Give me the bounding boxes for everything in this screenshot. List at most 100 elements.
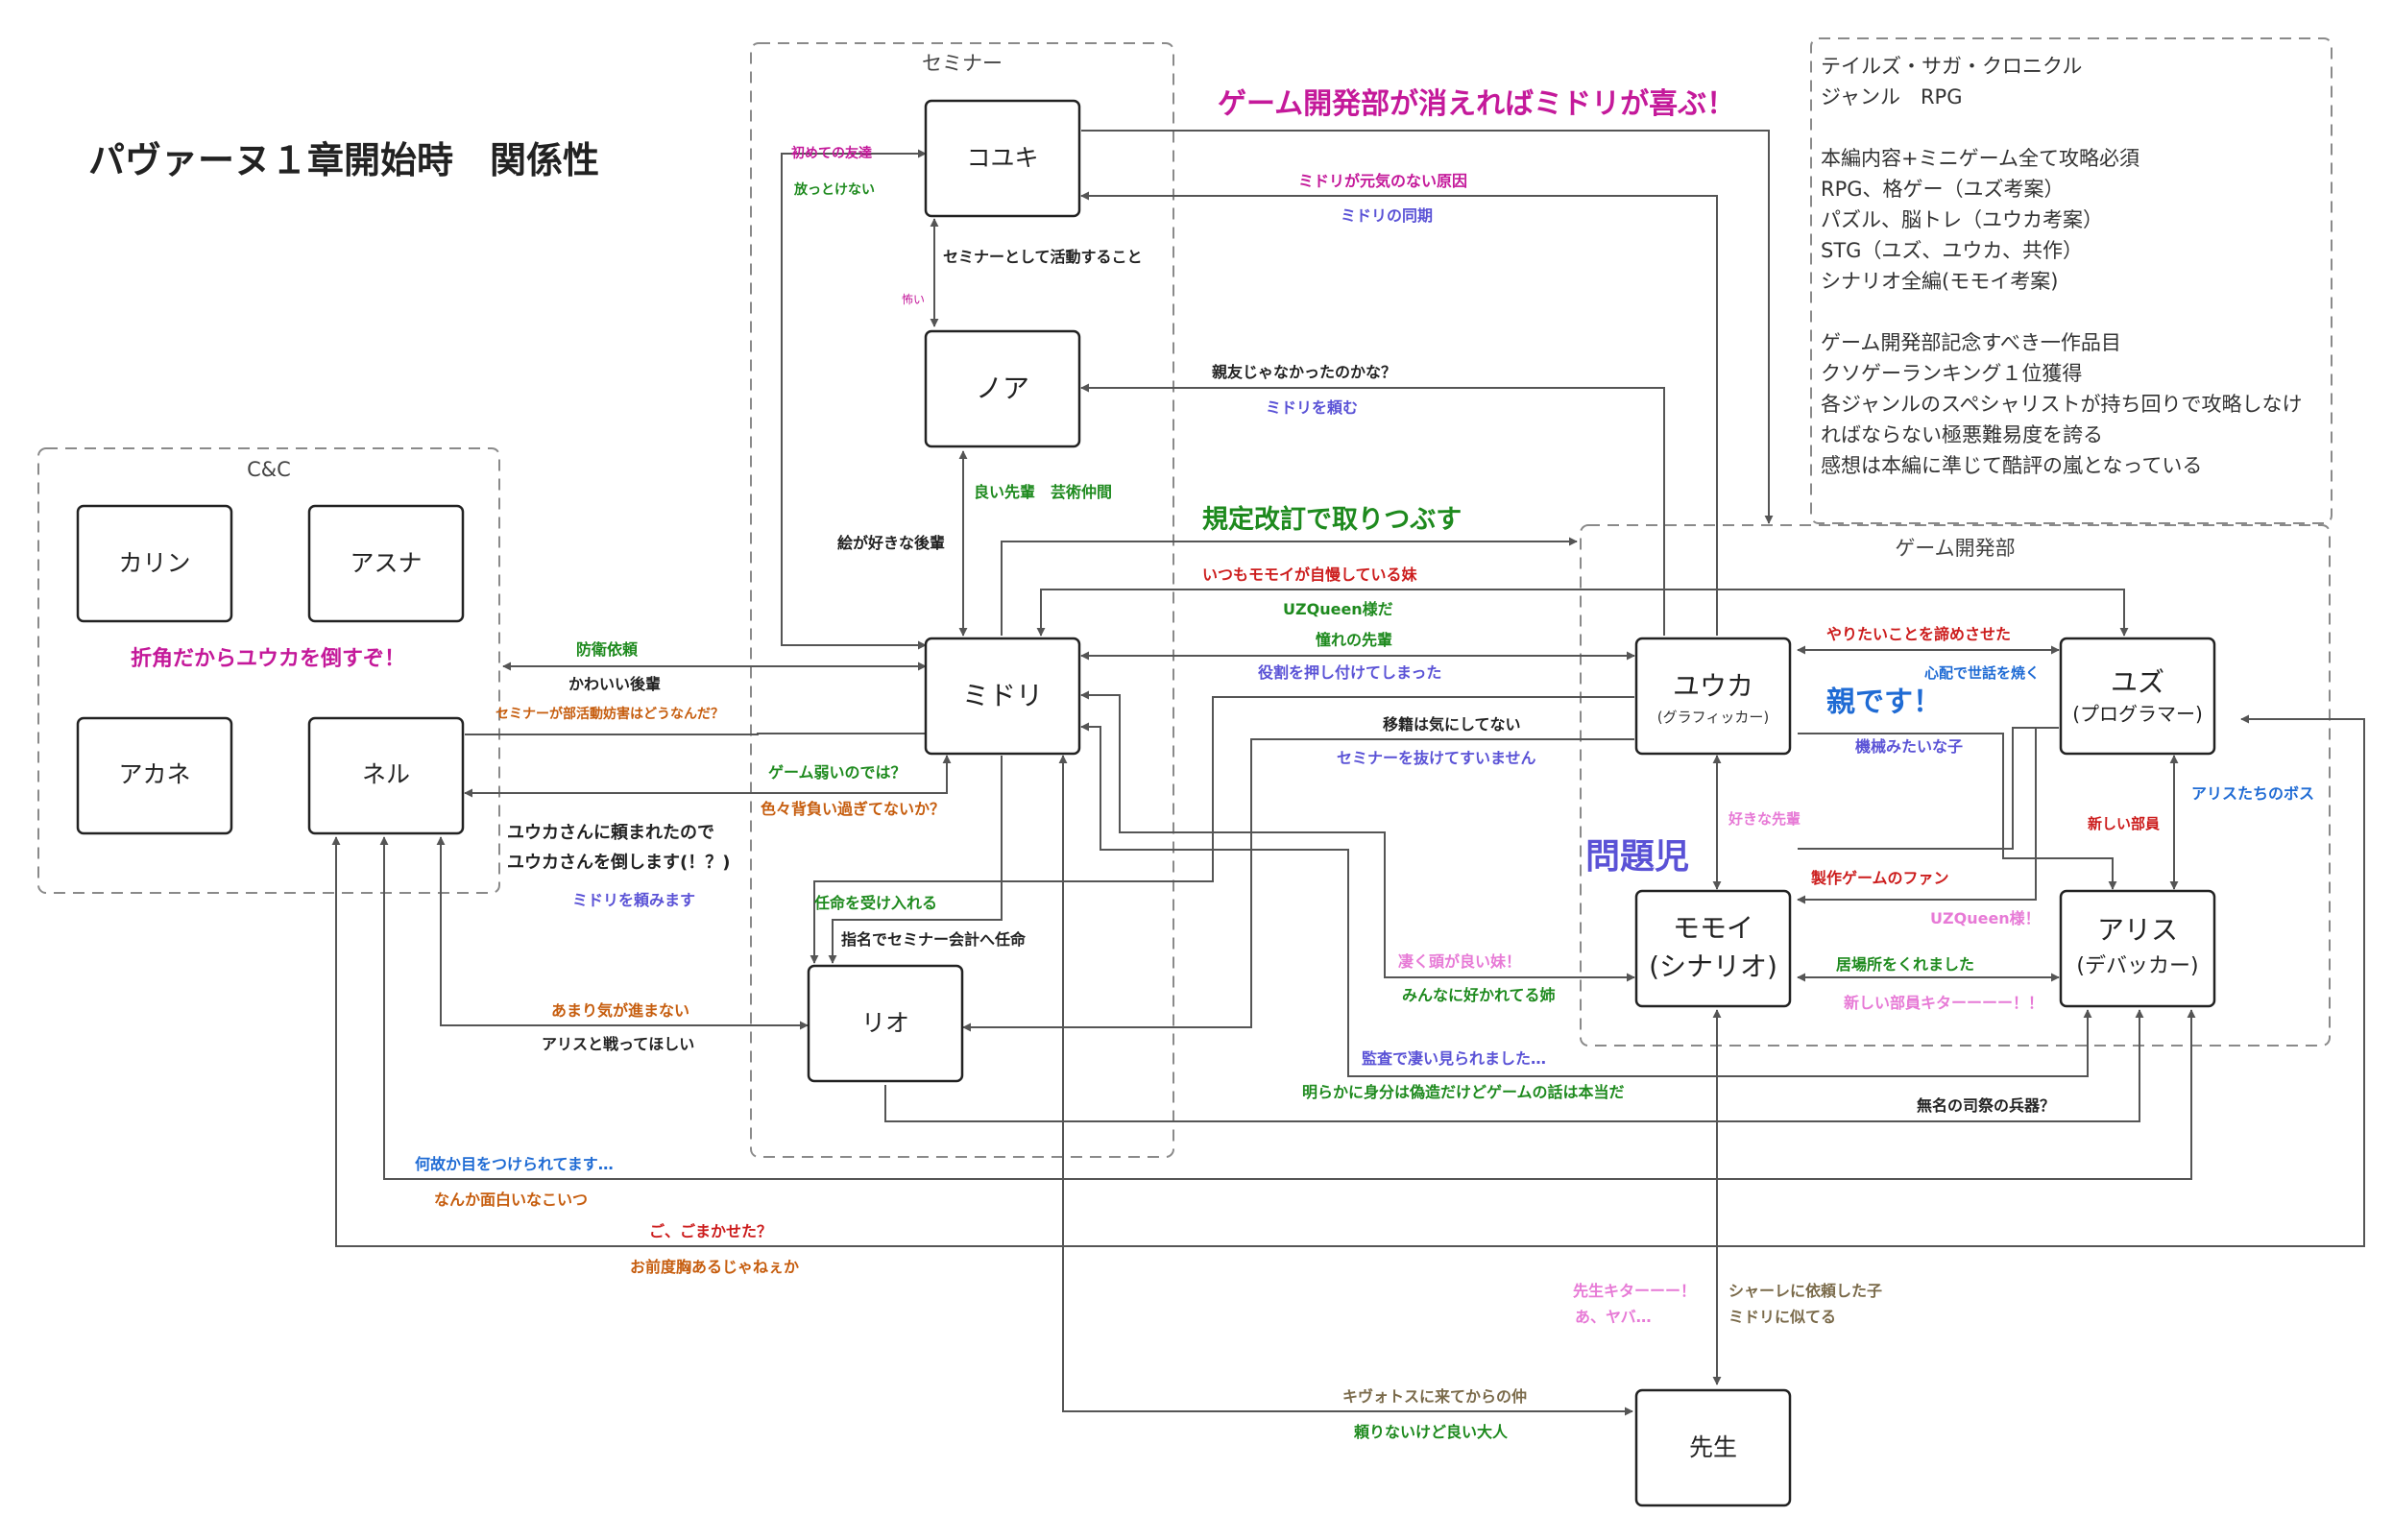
note-line: パズル、脳トレ（ユウカ考案） — [1821, 208, 2103, 231]
edge-midori-gamedev — [1001, 537, 1578, 636]
edge-yuuka-koyuki — [1080, 191, 1718, 636]
svg-text:カリン: カリン — [118, 549, 190, 577]
note-line: クソゲーランキング１位獲得 — [1821, 362, 2082, 385]
group-gamedev — [1580, 524, 2331, 1047]
edge-yuzu-neru — [331, 714, 2365, 1247]
svg-text:ユズ: ユズ — [2111, 666, 2164, 698]
label-new-member-kita: 新しい部員キターーーー！！ — [1844, 994, 2043, 1012]
page-title: パヴァーヌ１章開始時 関係性 — [88, 139, 599, 181]
label-kouhai-art: 絵が好きな後輩 — [837, 534, 945, 552]
edge-rio-aris — [884, 1009, 2144, 1122]
label-tanomu: ミドリを頼む — [1266, 398, 1358, 417]
group-seminar-label: セミナー — [922, 52, 1003, 75]
svg-text:ユウカ: ユウカ — [1673, 670, 1753, 702]
label-bouei: 防衛依頼 — [576, 640, 639, 659]
node-asuna[interactable]: アスナ — [307, 504, 465, 623]
svg-text:リオ: リオ — [861, 1009, 909, 1037]
label-kikai: 機械みたいな子 — [1855, 737, 1963, 756]
label-shale2: ミドリに似てる — [1728, 1308, 1836, 1326]
node-yuuka[interactable]: ユウカ (グラフィッカー) — [1634, 637, 1792, 756]
label-amari: あまり気が進まない — [551, 1001, 689, 1020]
label-nazeka: 何故か目をつけられてます… — [415, 1155, 614, 1173]
node-sensei[interactable]: 先生 — [1634, 1388, 1792, 1507]
node-neru[interactable]: ネル — [307, 716, 465, 835]
label-ibasho: 居場所をくれました — [1836, 955, 1974, 974]
label-gizou: 明らかに身分は偽造だけどゲームの話は本当だ — [1302, 1083, 1625, 1101]
svg-text:ノア: ノア — [976, 373, 1029, 404]
label-jiman: いつもモモイが自慢している妹 — [1202, 565, 1418, 584]
edge-koyuki-midori — [781, 149, 927, 650]
label-seoi: 色々背負い過ぎてないか？ — [761, 800, 945, 818]
svg-text:(プログラマー): (プログラマー) — [2072, 703, 2203, 726]
node-koyuki[interactable]: コユキ — [924, 99, 1081, 218]
note-line: 感想は本編に準じて酷評の嵐となっている — [1821, 454, 2202, 477]
edge-midori-aris — [1080, 722, 2092, 1077]
label-new-member: 新しい部員 — [2088, 815, 2160, 832]
label-oya: 親です！ — [1826, 686, 1942, 719]
label-minna: みんなに好かれてる姉 — [1402, 986, 1556, 1004]
edge-aris-neru — [379, 836, 2196, 1180]
note-line: 各ジャンルのスペシャリストが持ち回りで攻略しなけ — [1821, 393, 2302, 416]
label-cc-defeat: 折角だからユウカを倒すぞ！ — [131, 646, 405, 671]
label-shinpai: 心配で世話を焼く — [1924, 664, 2040, 682]
node-yuzu[interactable]: ユズ (プログラマー) — [2059, 637, 2216, 756]
label-shale1: シャーレに依頼した子 — [1728, 1282, 1882, 1300]
edge-midori-momoi — [1080, 690, 1635, 982]
svg-text:(デバッカー): (デバッカー) — [2076, 954, 2198, 978]
svg-text:ネル: ネル — [362, 760, 410, 788]
svg-text:コユキ: コユキ — [966, 144, 1038, 172]
label-shinyu: 親友じゃなかったのかな？ — [1212, 363, 1396, 381]
label-gamedev-vanish: ゲーム開発部が消えればミドリが喜ぶ！ — [1218, 87, 1735, 121]
svg-text:(シナリオ): (シナリオ) — [1649, 950, 1777, 982]
svg-text:アリス: アリス — [2097, 914, 2178, 946]
note-line: ればならない極悪難易度を誇る — [1821, 423, 2103, 446]
label-regulation: 規定改訂で取りつぶす — [1202, 504, 1462, 535]
label-yuuka-tanomareta2: ユウカさんを倒します(！？) — [507, 853, 730, 873]
svg-text:先生: 先生 — [1689, 1433, 1737, 1461]
label-good-senpai: 良い先輩 芸術仲間 — [974, 483, 1112, 501]
node-noa[interactable]: ノア — [924, 329, 1081, 448]
edge-yuzu-momoi — [1797, 727, 2059, 904]
label-yuuka-cause: ミドリが元気のない原因 — [1298, 172, 1467, 190]
label-gomakase: ご、ごまかせた？ — [649, 1222, 772, 1240]
label-uzqueen2: UZQueen様！ — [1930, 909, 2041, 927]
note-line — [1821, 301, 1827, 324]
label-kansa: 監査で凄い見られました… — [1362, 1049, 1546, 1068]
label-nuketeinai: セミナーを抜けてすいません — [1337, 749, 1536, 767]
node-midori[interactable]: ミドリ — [924, 637, 1081, 756]
label-akirame: やりたいことを諦めさせた — [1826, 625, 2011, 643]
label-mumei: 無名の司祭の兵器？ — [1917, 1096, 2055, 1115]
note-line: STG（ユズ、ユウカ、共作） — [1821, 239, 2083, 262]
edge-yuuka-noa — [1080, 383, 1665, 636]
svg-text:アカネ: アカネ — [118, 760, 190, 788]
label-tayorinai: 頼りないけど良い大人 — [1354, 1423, 1509, 1441]
node-karin[interactable]: カリン — [76, 504, 233, 623]
edge-koyuki-gamedev — [1081, 130, 1774, 524]
note-line: シナリオ全編(モモイ考案) — [1821, 270, 2058, 293]
node-momoi[interactable]: モモイ (シナリオ) — [1634, 889, 1792, 1008]
label-yakuwari: 役割を押し付けてしまった — [1258, 663, 1441, 682]
edge-midori-yuzu — [1036, 589, 2129, 637]
note-line: ゲーム開発部記念すべき一作品目 — [1821, 331, 2121, 354]
label-omoshiroi: なんか面白いなこいつ — [434, 1191, 588, 1209]
label-aris-tatakai: アリスと戦ってほしい — [542, 1035, 694, 1053]
label-kowai: 怖い — [902, 292, 925, 306]
label-shimei: 指名でセミナー会計へ任命 — [841, 930, 1027, 949]
label-seminar-activity: セミナーとして活動すること — [943, 248, 1143, 266]
label-kawaii: かわいい後輩 — [568, 675, 661, 693]
label-suki-senpai: 好きな先輩 — [1728, 810, 1801, 828]
label-atama: 凄く頭が良い妹！ — [1398, 952, 1521, 971]
node-aris[interactable]: アリス (デバッカー) — [2059, 889, 2216, 1008]
group-cc — [37, 447, 500, 894]
note-line: ジャンル RPG — [1821, 85, 1962, 108]
note-line: RPG、格ゲー（ユズ考案） — [1821, 178, 2065, 201]
node-rio[interactable]: リオ — [807, 964, 964, 1083]
note-line — [1821, 116, 1827, 139]
svg-text:(グラフィッカー): (グラフィッカー) — [1657, 709, 1769, 726]
label-aris-boss: アリスたちのボス — [2191, 784, 2314, 803]
note-line: テイルズ・サガ・クロニクル — [1821, 55, 2082, 78]
node-akane[interactable]: アカネ — [76, 716, 233, 835]
svg-text:ミドリ: ミドリ — [962, 680, 1043, 711]
